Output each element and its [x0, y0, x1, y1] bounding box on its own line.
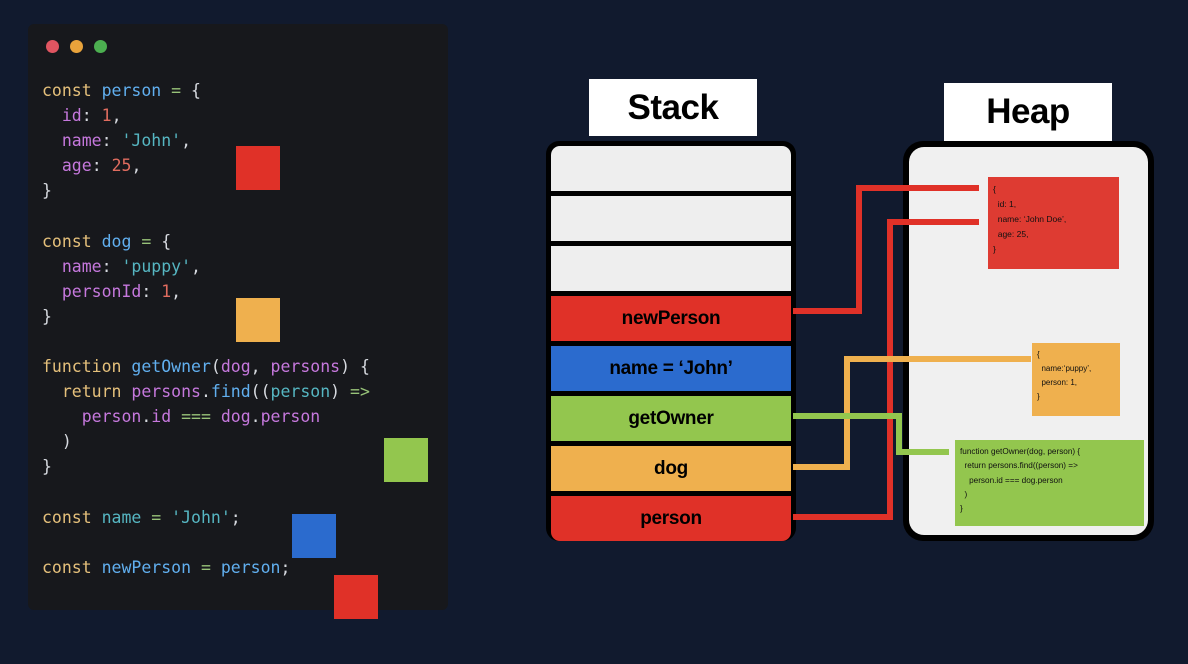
- code-line: [42, 530, 440, 555]
- stack-slot-name[interactable]: name = ‘John’: [551, 346, 791, 391]
- code-line: age: 25,: [61, 156, 142, 176]
- swatch-person-red: [236, 146, 280, 190]
- code-line: name: 'puppy',: [61, 256, 201, 276]
- code-line: [42, 480, 440, 505]
- swatch-getowner-green: [384, 438, 428, 482]
- swatch-dog-orange: [236, 298, 280, 342]
- code-line: const name = 'John';: [42, 507, 241, 527]
- stack-slot-dog[interactable]: dog: [551, 446, 791, 491]
- stack-slot-empty-3[interactable]: [551, 246, 791, 291]
- stack-slot-empty-1[interactable]: [551, 146, 791, 191]
- swatch-name-blue: [292, 514, 336, 558]
- close-dot-icon[interactable]: [46, 40, 59, 53]
- code-line: person.id === dog.person: [81, 407, 321, 427]
- stack-slot-empty-2[interactable]: [551, 196, 791, 241]
- window-titlebar: [46, 40, 107, 53]
- code-line: }: [42, 306, 52, 326]
- stack-container: newPerson name = ‘John’ getOwner dog person: [546, 141, 796, 541]
- code-content: const person = { id: 1, name: 'John', ag…: [42, 78, 440, 580]
- code-line: const newPerson = person;: [42, 557, 291, 577]
- code-line: }: [42, 457, 52, 477]
- heap-object-dog[interactable]: { name:‘puppy’, person: 1, }: [1032, 343, 1120, 416]
- code-line: name: 'John',: [61, 131, 192, 151]
- code-line: [42, 203, 440, 228]
- code-line: return persons.find((person) =>: [61, 382, 370, 402]
- minimize-dot-icon[interactable]: [70, 40, 83, 53]
- stack-slot-newperson[interactable]: newPerson: [551, 296, 791, 341]
- code-line: personId: 1,: [61, 281, 182, 301]
- stack-slot-getowner[interactable]: getOwner: [551, 396, 791, 441]
- code-editor-window: const person = { id: 1, name: 'John', ag…: [28, 24, 448, 619]
- maximize-dot-icon[interactable]: [94, 40, 107, 53]
- heap-surface: { id: 1, name: ‘John Doe’, age: 25, } { n…: [909, 147, 1148, 535]
- swatch-newperson-red: [334, 575, 378, 619]
- heap-object-getowner[interactable]: function getOwner(dog, person) { return …: [955, 440, 1144, 526]
- heap-object-person[interactable]: { id: 1, name: ‘John Doe’, age: 25, }: [988, 177, 1119, 269]
- heap-title: Heap: [944, 83, 1112, 141]
- code-line: function getOwner(dog, persons) {: [42, 357, 370, 377]
- stack-slot-person[interactable]: person: [551, 496, 791, 541]
- stack-title: Stack: [589, 79, 757, 136]
- code-line: const person = {: [42, 81, 201, 100]
- code-line: id: 1,: [61, 106, 122, 126]
- heap-container: { id: 1, name: ‘John Doe’, age: 25, } { n…: [903, 141, 1154, 541]
- code-line: ): [42, 432, 72, 452]
- code-line: }: [42, 181, 52, 201]
- code-line: const dog = {: [42, 231, 172, 251]
